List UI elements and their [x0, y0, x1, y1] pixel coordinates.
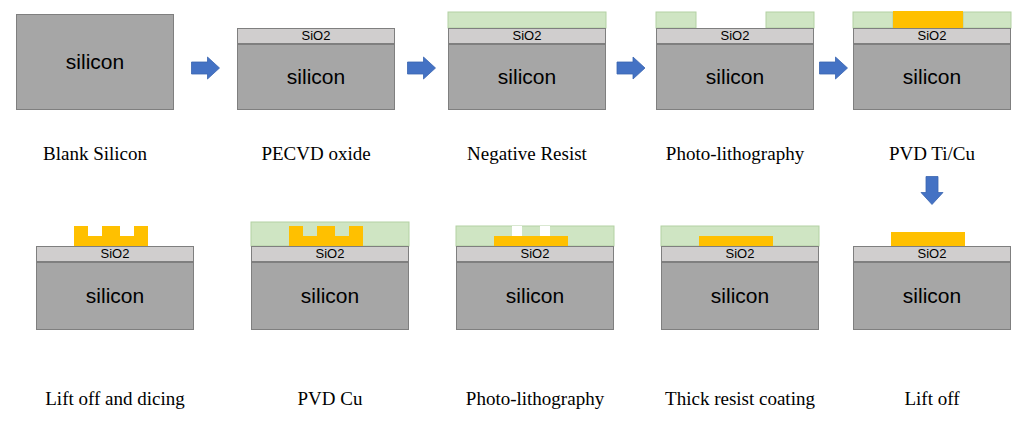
step-caption: Blank Silicon — [43, 143, 147, 165]
layer-label: silicon — [706, 65, 764, 89]
process-arrow — [408, 57, 436, 79]
layer-label: SiO2 — [521, 247, 550, 261]
layer-label: SiO2 — [918, 247, 947, 261]
layer-box: SiO2 — [853, 246, 1011, 262]
step-caption: Negative Resist — [467, 143, 587, 165]
layer-box: silicon — [448, 44, 606, 110]
step-caption: PVD Ti/Cu — [889, 143, 975, 165]
process-step: Photo-lithography SiO2 silicon — [456, 214, 614, 412]
process-arrow — [820, 57, 848, 79]
step-caption: Lift off — [904, 388, 959, 410]
metal-layer — [893, 11, 963, 28]
step-caption: Thick resist coating — [665, 388, 815, 410]
layer-label: silicon — [711, 284, 769, 308]
metal-layer — [74, 226, 88, 236]
layer-box: silicon — [656, 44, 814, 110]
process-step: PVD Cu SiO2 silicon — [251, 214, 409, 412]
layer-box: silicon — [251, 262, 409, 330]
layer-box: SiO2 — [36, 246, 194, 262]
layer-box: SiO2 — [237, 28, 395, 44]
resist-layer — [251, 222, 409, 246]
layer-box: SiO2 — [853, 28, 1011, 44]
layer-box: silicon — [853, 262, 1011, 330]
layer-label: silicon — [66, 50, 124, 74]
layer-label: silicon — [287, 65, 345, 89]
layer-box: silicon — [661, 262, 819, 330]
resist-layer — [512, 226, 522, 236]
layer-box: silicon — [16, 14, 174, 110]
metal-layer — [102, 226, 120, 236]
layer-label: silicon — [903, 65, 961, 89]
process-step: PECVD oxide SiO2 silicon — [237, 10, 395, 167]
step-caption: PVD Cu — [298, 388, 363, 410]
resist-layer — [853, 12, 893, 28]
layer-box: silicon — [456, 262, 614, 330]
layer-label: SiO2 — [101, 247, 130, 261]
metal-layer — [699, 236, 773, 246]
layer-label: SiO2 — [721, 29, 750, 43]
layer-box: silicon — [36, 262, 194, 330]
step-caption: Lift off and dicing — [45, 388, 184, 410]
layer-box: silicon — [237, 44, 395, 110]
layer-box: silicon — [853, 44, 1011, 110]
process-step: Lift off and dicing SiO2 silicon — [36, 214, 194, 412]
step-caption: PECVD oxide — [261, 143, 370, 165]
step-caption: Photo-lithography — [666, 143, 804, 165]
layer-label: silicon — [86, 284, 144, 308]
layer-label: silicon — [301, 284, 359, 308]
metal-layer — [317, 226, 335, 236]
resist-layer — [963, 12, 1011, 28]
process-arrow — [192, 57, 220, 79]
layer-label: SiO2 — [918, 29, 947, 43]
metal-layer — [289, 236, 363, 246]
layer-box: SiO2 — [448, 28, 606, 44]
layer-label: SiO2 — [726, 247, 755, 261]
resist-layer — [448, 12, 606, 28]
metal-layer — [289, 226, 303, 236]
process-step: Thick resist coating SiO2 silicon — [660, 214, 820, 412]
metal-layer — [74, 236, 148, 246]
resist-layer — [766, 12, 814, 28]
layer-box: SiO2 — [661, 246, 819, 262]
layer-box: SiO2 — [456, 246, 614, 262]
metal-layer — [891, 232, 965, 246]
process-step: Lift off SiO2 silicon — [853, 214, 1011, 412]
layer-label: SiO2 — [316, 247, 345, 261]
metal-layer — [349, 226, 363, 236]
layer-label: silicon — [498, 65, 556, 89]
resist-layer — [656, 12, 696, 28]
resist-layer — [540, 226, 550, 236]
process-step: PVD Ti/Cu SiO2 silicon — [853, 10, 1011, 167]
layer-label: SiO2 — [513, 29, 542, 43]
metal-layer — [134, 226, 148, 236]
metal-layer — [494, 236, 568, 246]
layer-box: SiO2 — [251, 246, 409, 262]
process-arrow — [921, 177, 943, 205]
resist-layer — [661, 226, 819, 246]
process-step: Photo-lithography SiO2 silicon — [656, 10, 814, 167]
layer-label: SiO2 — [302, 29, 331, 43]
layer-label: silicon — [903, 284, 961, 308]
process-arrow — [617, 57, 645, 79]
layer-box: SiO2 — [656, 28, 814, 44]
layer-label: silicon — [506, 284, 564, 308]
process-step: Negative Resist SiO2 silicon — [448, 10, 606, 167]
step-caption: Photo-lithography — [466, 388, 604, 410]
resist-layer — [456, 226, 614, 246]
process-step: Blank Silicon silicon — [16, 10, 174, 167]
